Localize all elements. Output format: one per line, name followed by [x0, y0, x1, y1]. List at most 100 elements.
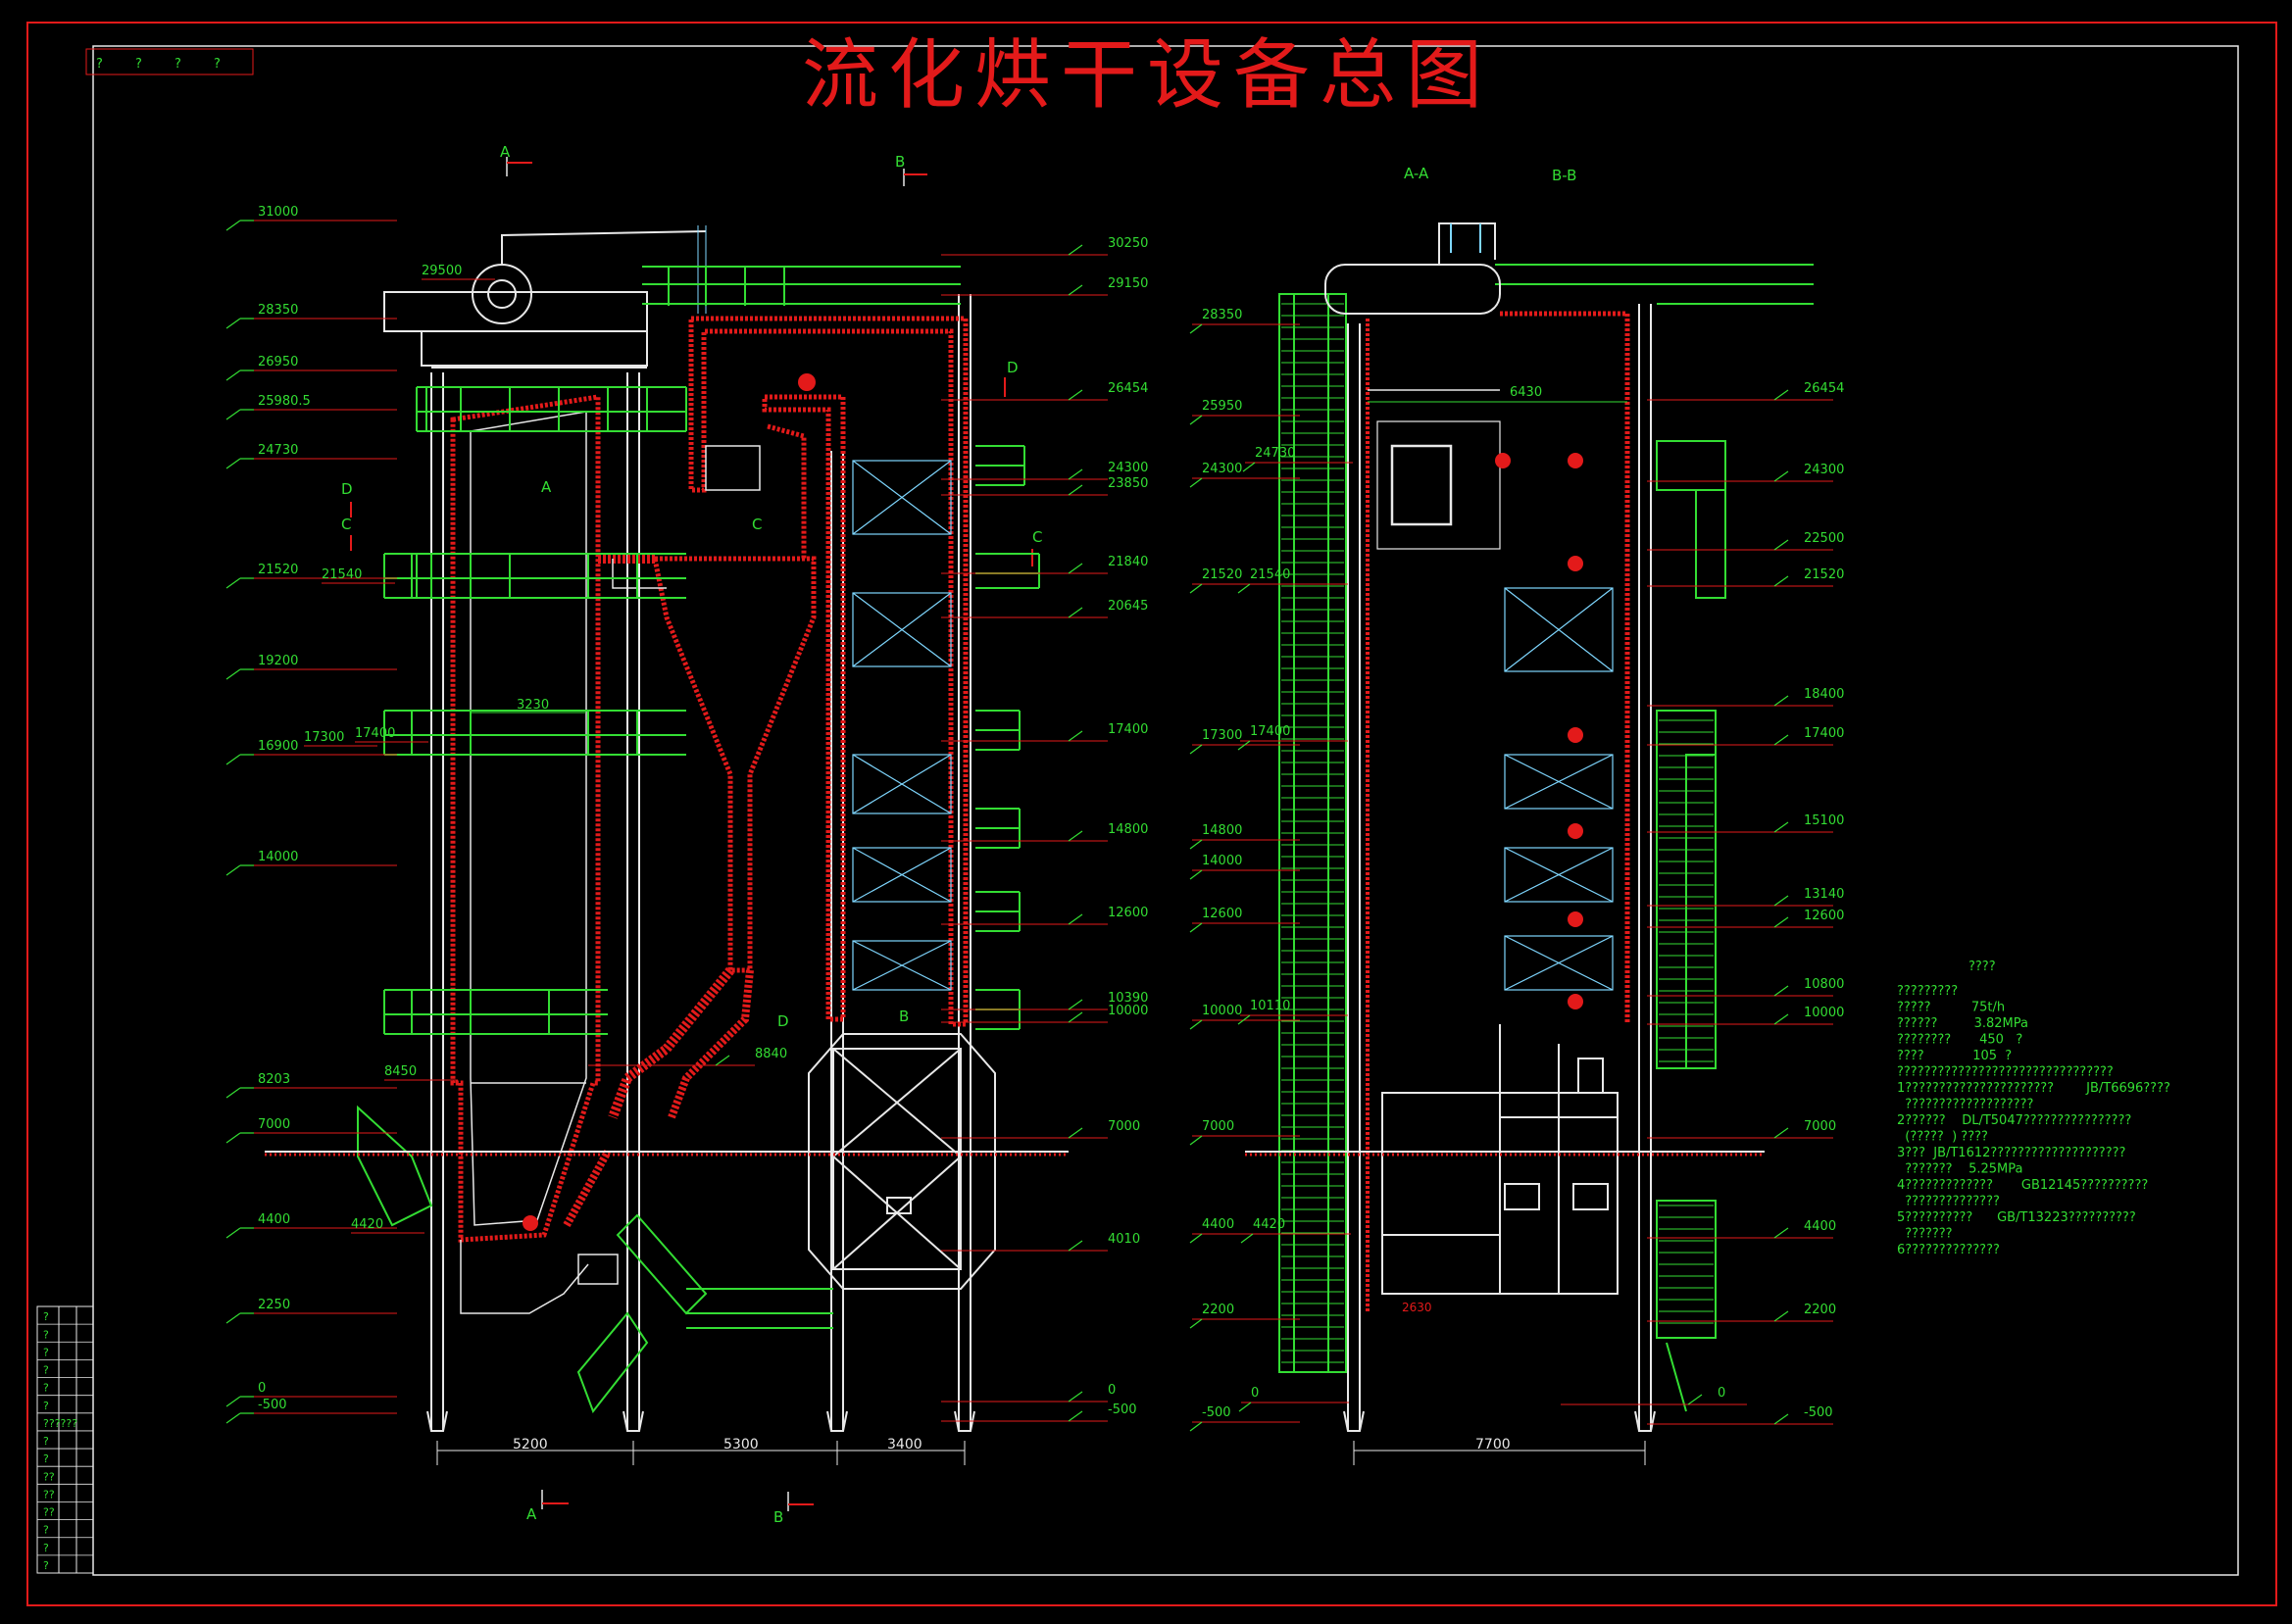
elevation-label: 4400 — [258, 1212, 290, 1227]
cut-marker-label: B — [899, 1008, 909, 1025]
notes-line: 3??? JB/T1612???????????????????? — [1897, 1146, 2125, 1160]
elevation-mark: 12600 — [1647, 909, 1844, 928]
notes-line: ????????? — [1897, 984, 1958, 999]
notes-line: ??????????????????? — [1897, 1098, 2033, 1112]
elevation-label: 30250 — [1108, 236, 1148, 251]
elevation-label: 24730 — [258, 443, 298, 458]
elevation-mark: 4400 — [225, 1212, 397, 1239]
cut-marker-b-bottom: B — [773, 1492, 814, 1526]
elevation-label: 26950 — [258, 355, 298, 369]
elevation-mark: 4420 — [351, 1217, 424, 1234]
elevation-mark: 12600 — [1189, 907, 1300, 933]
elevation-label: 0 — [1108, 1383, 1116, 1398]
title-block-cell: ?? — [43, 1470, 55, 1483]
drum-and-top — [383, 225, 707, 369]
elevation-label: 22500 — [1804, 531, 1844, 546]
elevation-mark: 20645 — [941, 599, 1148, 618]
elevation-mark: 2200 — [1647, 1303, 1836, 1322]
title-block-cell: ? — [43, 1382, 49, 1395]
elevation-mark: 26454 — [941, 381, 1148, 401]
title-block-cell: ? — [43, 1328, 49, 1341]
notes-line: 1?????????????????????? JB/T6696???? — [1897, 1081, 2170, 1096]
elevation-label: 21520 — [1804, 567, 1844, 582]
notes-line: ????? 75t/h — [1897, 1001, 2005, 1015]
elevation-marks-left-right: 3025029150264542430023850218402064517400… — [588, 236, 1148, 1422]
elevation-label: 2250 — [258, 1298, 290, 1312]
elevation-mark: 17400 — [1237, 724, 1348, 751]
elevation-label: 10800 — [1804, 977, 1844, 992]
furnace: 3230 — [450, 394, 601, 1243]
elevation-label: 4400 — [1202, 1217, 1234, 1232]
elevation-label: 10390 — [1108, 991, 1148, 1006]
elevation-mark: 10000 — [1647, 1006, 1844, 1025]
title-block-cell: ? — [43, 1542, 49, 1554]
elevation-label: 17400 — [1804, 726, 1844, 741]
elevation-label: 17300 — [1202, 728, 1242, 743]
elevation-mark: 21540 — [1237, 567, 1348, 594]
notes-line: ?????????????? — [1897, 1195, 2000, 1209]
elevation-label: 14800 — [1108, 822, 1148, 837]
elevation-mark: 8840 — [588, 1047, 787, 1066]
elevation-label: 20645 — [1108, 599, 1148, 614]
grade-line-side — [1245, 1151, 1765, 1156]
elevation-label: -500 — [1804, 1405, 1833, 1420]
elevation-label: -500 — [258, 1398, 287, 1412]
section-view-a-a: 3230 — [225, 205, 1148, 1465]
notes-line: ?????? 3.82MPa — [1897, 1016, 2028, 1031]
dim-label: 5300 — [723, 1437, 759, 1452]
notes-line: 5?????????? GB/T13223?????????? — [1897, 1210, 2136, 1225]
elevation-label: 12600 — [1804, 909, 1844, 923]
dim-label: 5200 — [513, 1437, 548, 1452]
elevation-label: 4400 — [1804, 1219, 1836, 1234]
elevation-mark: 14000 — [225, 850, 397, 876]
elevation-mark: 8450 — [384, 1064, 458, 1081]
tube-banks — [852, 460, 952, 991]
elevation-label: 21520 — [1202, 567, 1242, 582]
elevation-mark: 8203 — [225, 1072, 397, 1099]
convective-pass — [688, 316, 969, 1027]
elevation-mark: 24300 — [1647, 463, 1844, 482]
elevation-label: 29150 — [1108, 276, 1148, 291]
notes-line: ??????? — [1897, 1227, 1953, 1242]
elevation-label: -500 — [1202, 1405, 1231, 1420]
steel-columns — [1343, 304, 1656, 1432]
elevation-mark: -500 — [1189, 1405, 1300, 1432]
elevation-mark: 10000 — [941, 1004, 1148, 1023]
elevation-label: 26454 — [1804, 381, 1844, 396]
title-block-cell: ? — [43, 1364, 49, 1377]
title-block-cell: ? — [43, 1559, 49, 1572]
elevation-label: 17300 — [304, 730, 344, 745]
cut-marker-label: C — [752, 516, 762, 533]
corner-stamp-cell: ? — [174, 57, 181, 72]
elevation-mark: 12600 — [941, 906, 1148, 925]
elevation-mark: 26454 — [1647, 381, 1844, 401]
headers-side — [1495, 453, 1583, 1009]
title-block-cell: ? — [43, 1400, 49, 1412]
elevation-label: 26454 — [1108, 381, 1148, 396]
elevation-mark: 0 — [941, 1383, 1116, 1403]
bottom-dimensions-left — [436, 1441, 966, 1465]
elevation-label: 12600 — [1202, 907, 1242, 921]
elevation-mark: 24300 — [941, 461, 1148, 480]
cut-marker-label: D — [1007, 359, 1019, 376]
dim-label: 6430 — [1510, 385, 1542, 400]
cut-marker-a-bottom: A — [526, 1490, 569, 1523]
elevation-label: 28350 — [258, 303, 298, 318]
elevation-mark: 17400 — [1647, 726, 1844, 746]
elevation-label: 21520 — [258, 563, 298, 577]
elevation-mark: -500 — [1647, 1405, 1833, 1425]
elevation-mark: 21840 — [941, 555, 1148, 574]
elevation-label: 31000 — [258, 205, 298, 220]
elevation-label: 12600 — [1108, 906, 1148, 920]
dim-label: 3400 — [887, 1437, 922, 1452]
notes-line: 2?????? DL/T5047???????????????? — [1897, 1113, 2131, 1128]
elevation-mark: 16900 — [225, 739, 397, 765]
furnace-side: 6430 — [1366, 311, 1630, 1313]
elevation-mark: 4420 — [1240, 1217, 1351, 1244]
elevation-mark: 17300 — [1189, 728, 1300, 755]
cut-marker-d-left: D C — [341, 480, 353, 551]
cut-marker-label: C — [341, 516, 351, 533]
dim-label: 7700 — [1475, 1437, 1511, 1452]
bottom-dimensions-right — [1353, 1441, 1646, 1465]
notes-line: 6?????????????? — [1897, 1243, 2000, 1257]
